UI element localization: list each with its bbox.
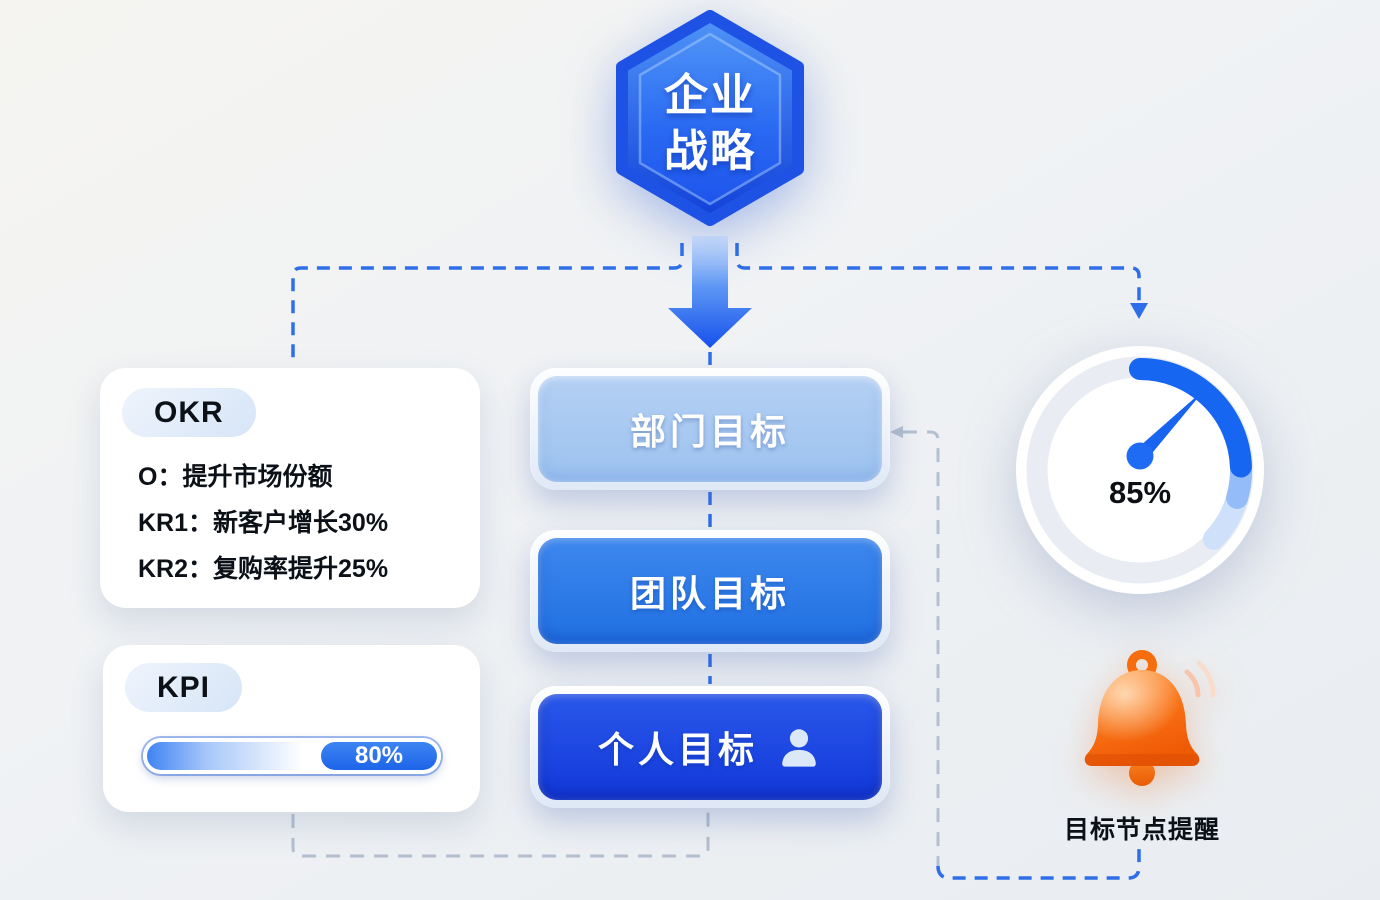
kpi-card: KPI 80% [103, 645, 480, 812]
goal-box-department-face: 部门目标 [538, 376, 882, 482]
gauge-needle [1134, 388, 1206, 462]
okr-kr2: KR2：复购率提升25% [138, 546, 388, 592]
strategy-hexagon: 企业 战略 [612, 8, 808, 226]
kpi-progress-bar: 80% [143, 738, 441, 774]
arrowhead-to-dept-goal [890, 426, 903, 438]
goal-box-department: 部门目标 [530, 368, 890, 490]
kpi-badge: KPI [125, 663, 243, 712]
strategy-label-line2: 战略 [664, 127, 756, 176]
strategy-label: 企业 战略 [612, 68, 808, 180]
gauge-arc-dark [1129, 358, 1252, 478]
hexagon-shape [616, 10, 804, 226]
connector-reminder-bottom [936, 843, 1141, 880]
goal-box-person-face: 个人目标 [538, 694, 882, 800]
sound-wave-inner [1184, 669, 1201, 698]
gauge-needle-hub [1126, 442, 1154, 470]
okr-lines: O：提升市场份额 KR1：新客户增长30% KR2：复购率提升25% [138, 454, 388, 592]
okr-kr2-text: 复购率提升25% [213, 555, 389, 583]
sound-wave-outer [1196, 660, 1216, 698]
bell-icon [1084, 650, 1216, 786]
okr-objective-prefix: O： [138, 463, 183, 491]
goal-box-person: 个人目标 [530, 686, 890, 808]
down-arrow [660, 236, 760, 352]
kpi-progress-gradient [147, 742, 320, 770]
okr-kr1-text: 新客户增长30% [213, 509, 389, 537]
goal-box-team: 团队目标 [530, 530, 890, 652]
okr-objective-text: 提升市场份额 [182, 463, 333, 491]
reminder-bell [1066, 646, 1218, 806]
goal-team-label: 团队目标 [629, 573, 790, 614]
gauge-dial [1016, 346, 1264, 594]
arrowhead-to-gauge [1130, 303, 1148, 319]
okr-kr1-prefix: KR1： [138, 509, 214, 537]
okr-kr2-prefix: KR2： [138, 555, 214, 583]
progress-gauge: 85% [1012, 342, 1268, 598]
goal-person-label: 个人目标 [597, 729, 758, 770]
down-arrow-icon [668, 236, 752, 348]
okr-kr1: KR1：新客户增长30% [138, 500, 388, 546]
connector-feedback-vertical [903, 430, 940, 866]
person-icon [782, 729, 816, 767]
goal-box-team-face: 团队目标 [538, 538, 882, 644]
okr-badge: OKR [122, 388, 256, 437]
gauge-value: 85% [1108, 475, 1172, 510]
okr-card: OKR O：提升市场份额 KR1：新客户增长30% KR2：复购率提升25% [100, 368, 480, 608]
reminder-label: 目标节点提醒 [1063, 816, 1220, 844]
goal-department-label: 部门目标 [629, 411, 790, 452]
connector-left-branch [291, 243, 684, 366]
connector-right-branch [735, 243, 1141, 303]
okr-objective: O：提升市场份额 [138, 454, 388, 500]
strategy-label-line1: 企业 [664, 71, 756, 120]
connector-kpi-to-person [291, 810, 710, 858]
kpi-progress-value: 80% [321, 742, 437, 770]
